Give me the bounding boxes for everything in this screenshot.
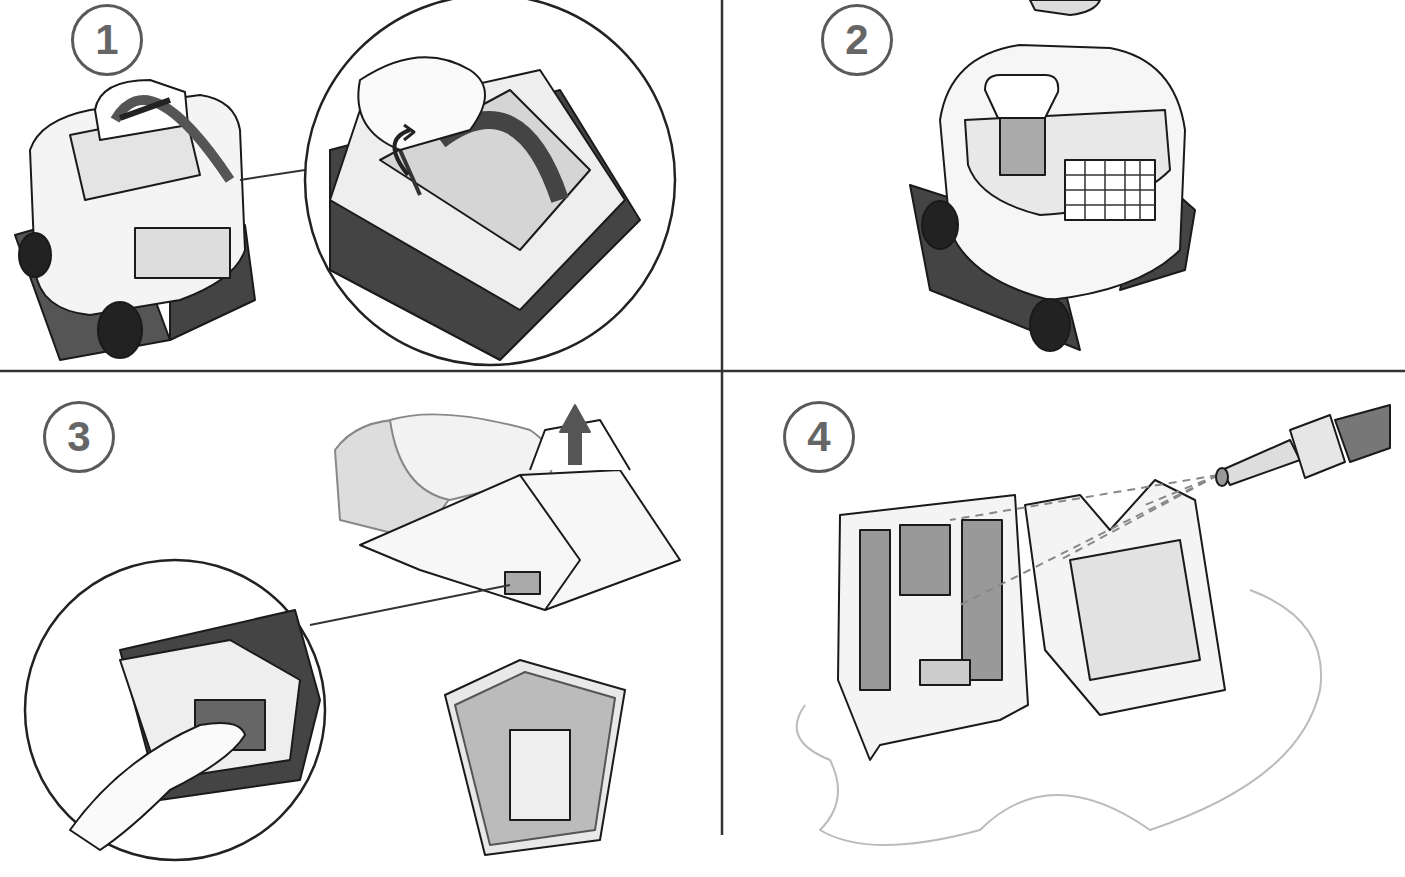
step-number: 3 xyxy=(67,416,90,458)
step-circle: 2 xyxy=(821,4,893,76)
step-number: 2 xyxy=(845,19,868,61)
step-circle: 1 xyxy=(71,4,143,76)
step-circle: 4 xyxy=(783,401,855,473)
step-number: 1 xyxy=(95,19,118,61)
step-number: 4 xyxy=(807,416,830,458)
step-circle: 3 xyxy=(43,401,115,473)
